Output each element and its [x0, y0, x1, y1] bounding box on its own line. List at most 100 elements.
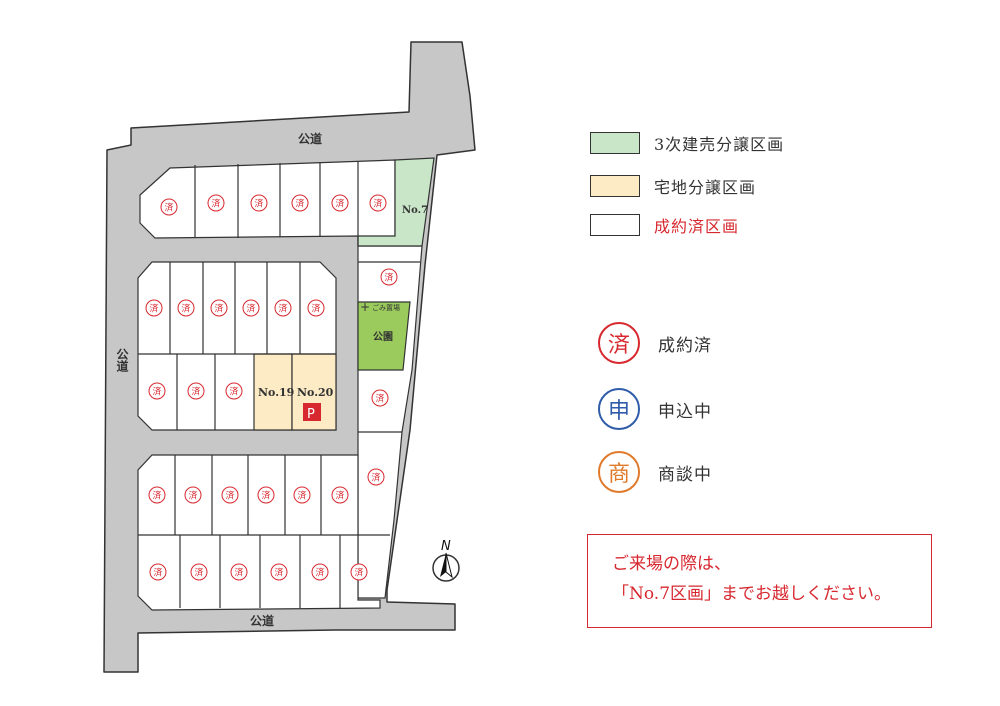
sold-stamp-icon [307, 299, 325, 317]
stamp-legend-sold: 済 成約済 [598, 322, 712, 364]
sold-stamp-glyph: 済 [164, 202, 173, 214]
road-label-left: 公道 [115, 348, 129, 373]
sold-stamp-glyph: 済 [191, 386, 200, 398]
sold-stamp-icon [149, 563, 167, 581]
sold-stamp-icon [190, 563, 208, 581]
stamp-applied-icon: 申 [598, 388, 640, 430]
sold-stamp-glyph: 済 [384, 272, 393, 284]
notice-line-1: ご来場の際は、 [612, 554, 731, 574]
legend-swatch-green [590, 132, 640, 154]
sold-stamp-glyph: 済 [246, 303, 255, 315]
garbage-label: ごみ置場 [372, 303, 400, 312]
sold-stamp-glyph: 済 [152, 386, 161, 398]
sold-stamp-glyph: 済 [214, 303, 223, 315]
sold-stamp-icon [250, 194, 268, 212]
sold-stamp-glyph: 済 [373, 198, 382, 210]
sold-stamp-glyph: 済 [261, 490, 270, 502]
legend-label: 成約済区画 [654, 217, 740, 236]
sold-stamps: 済済済済済済済済済済済済済済済済済済済済済済済済済済済済済済 [145, 194, 398, 581]
sold-stamp-icon [225, 382, 243, 400]
stamp-negotiating-icon: 商 [598, 451, 640, 493]
road-label-top: 公道 [298, 131, 322, 146]
sold-stamp-glyph: 済 [254, 198, 263, 210]
sold-stamp-icon [221, 486, 239, 504]
lot-no20-label: No.20 [297, 386, 334, 399]
sold-stamp-icon [160, 198, 178, 216]
legend-swatch-white [590, 214, 640, 236]
sold-stamp-icon [311, 563, 329, 581]
legend-house: 3次建売分譲区画 [590, 131, 784, 155]
stamp-label: 成約済 [658, 335, 712, 356]
sold-stamp-icon [148, 382, 166, 400]
sold-stamp-glyph: 済 [152, 490, 161, 502]
park-label: 公園 [373, 331, 393, 343]
sold-stamp-icon [380, 268, 398, 286]
stamp-label: 商談中 [658, 464, 712, 485]
sold-stamp-icon [210, 299, 228, 317]
legend-label: 宅地分譲区画 [654, 178, 757, 197]
sold-stamp-glyph: 済 [188, 490, 197, 502]
sold-stamp-icon [242, 299, 260, 317]
lot-no7-label: No.7 [402, 205, 428, 216]
sold-stamp-glyph: 済 [194, 567, 203, 579]
sold-stamp-glyph: 済 [149, 303, 158, 315]
parking-badge-label: P [307, 407, 315, 422]
block-lower [137, 454, 381, 611]
stamp-sold-icon: 済 [598, 322, 640, 364]
legend-sold: 成約済区画 [590, 213, 739, 237]
sold-stamp-icon [177, 299, 195, 317]
sold-stamp-icon [257, 486, 275, 504]
legend-land: 宅地分譲区画 [590, 174, 756, 198]
sold-stamp-glyph: 済 [234, 567, 243, 579]
sold-stamp-glyph: 済 [354, 567, 363, 579]
park-area [357, 301, 411, 371]
sold-stamp-glyph: 済 [295, 198, 304, 210]
sold-stamp-glyph: 済 [225, 490, 234, 502]
sold-stamp-glyph: 済 [335, 490, 344, 502]
lot-dividers [138, 161, 420, 608]
lot-no19-label: No.19 [258, 386, 294, 399]
legend-label: 3次建売分譲区画 [654, 135, 785, 154]
sold-stamp-icon [293, 486, 311, 504]
sold-stamp-icon [184, 486, 202, 504]
sold-stamp-glyph: 済 [181, 303, 190, 315]
sold-stamp-icon [331, 486, 349, 504]
sold-stamp-glyph: 済 [278, 303, 287, 315]
sold-stamp-glyph: 済 [229, 386, 238, 398]
road-label-bottom: 公道 [250, 613, 274, 628]
sold-stamp-glyph: 済 [274, 567, 283, 579]
sold-stamp-icon [331, 194, 349, 212]
north-arrow-icon: N [432, 539, 460, 582]
garbage-cross-icon: + [360, 300, 370, 314]
sold-stamp-glyph: 済 [371, 472, 380, 484]
parking-badge [303, 403, 321, 421]
sold-stamp-icon [187, 382, 205, 400]
sold-stamp-glyph: 済 [335, 198, 344, 210]
sold-stamp-glyph: 済 [211, 198, 220, 210]
sold-stamp-icon [148, 486, 166, 504]
sold-stamp-icon [291, 194, 309, 212]
sold-stamp-glyph: 済 [375, 393, 384, 405]
sold-stamp-glyph: 済 [315, 567, 324, 579]
block-top [139, 159, 396, 246]
sold-stamp-icon [270, 563, 288, 581]
sold-stamp-icon [369, 194, 387, 212]
notice-line-2: 「No.7区画」までお越しください。 [612, 584, 892, 604]
stamp-legend-applied: 申 申込中 [598, 388, 712, 430]
block-east [357, 245, 423, 599]
sold-stamp-glyph: 済 [311, 303, 320, 315]
sold-stamp-icon [207, 194, 225, 212]
sold-stamp-icon [371, 389, 389, 407]
stamp-label: 申込中 [658, 401, 712, 422]
stamp-legend-negotiating: 商 商談中 [598, 451, 712, 493]
legend-swatch-yellow [590, 175, 640, 197]
sold-stamp-icon [274, 299, 292, 317]
sold-stamp-glyph: 済 [297, 490, 306, 502]
visit-notice: ご来場の際は、 「No.7区画」までお越しください。 [587, 534, 932, 628]
sold-stamp-icon [367, 468, 385, 486]
compass-label: N [441, 539, 451, 554]
sold-stamp-icon [145, 299, 163, 317]
sold-stamp-icon [350, 563, 368, 581]
sold-stamp-icon [230, 563, 248, 581]
